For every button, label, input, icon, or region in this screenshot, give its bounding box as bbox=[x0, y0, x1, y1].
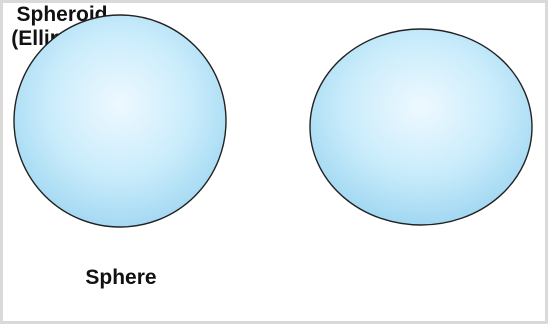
spheroid-shape bbox=[310, 29, 532, 225]
sphere-label: Sphere bbox=[63, 266, 179, 290]
sphere-shape bbox=[14, 15, 226, 227]
